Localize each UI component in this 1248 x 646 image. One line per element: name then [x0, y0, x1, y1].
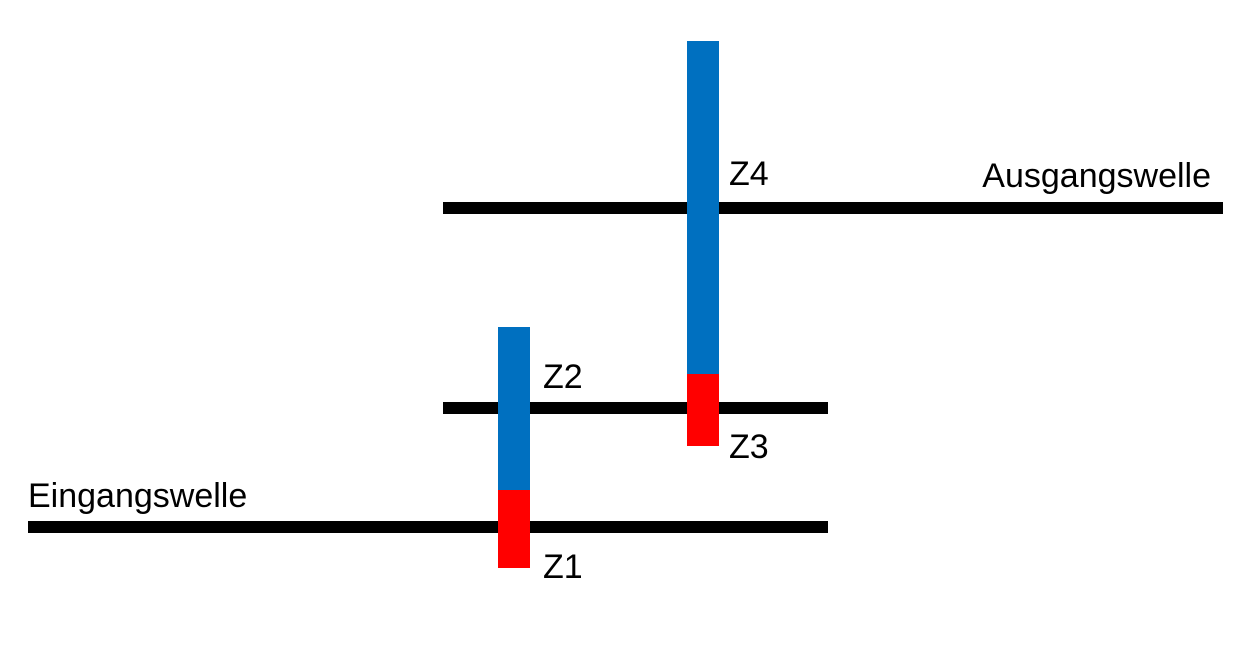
- gear-z1-label: Z1: [543, 548, 583, 586]
- gear-z3: [687, 374, 719, 446]
- gear-z3-label: Z3: [729, 428, 769, 466]
- intermediate-shaft: [443, 402, 828, 414]
- gear-z2-label: Z2: [543, 358, 583, 396]
- input-shaft-label: Eingangswelle: [28, 477, 247, 515]
- gear-z2: [498, 327, 530, 490]
- gear-z1: [498, 490, 530, 568]
- gear-z4-label: Z4: [729, 155, 769, 193]
- output-shaft: [443, 202, 1223, 214]
- input-shaft: [28, 521, 828, 533]
- gear-z4: [687, 41, 719, 374]
- output-shaft-label: Ausgangswelle: [982, 157, 1211, 195]
